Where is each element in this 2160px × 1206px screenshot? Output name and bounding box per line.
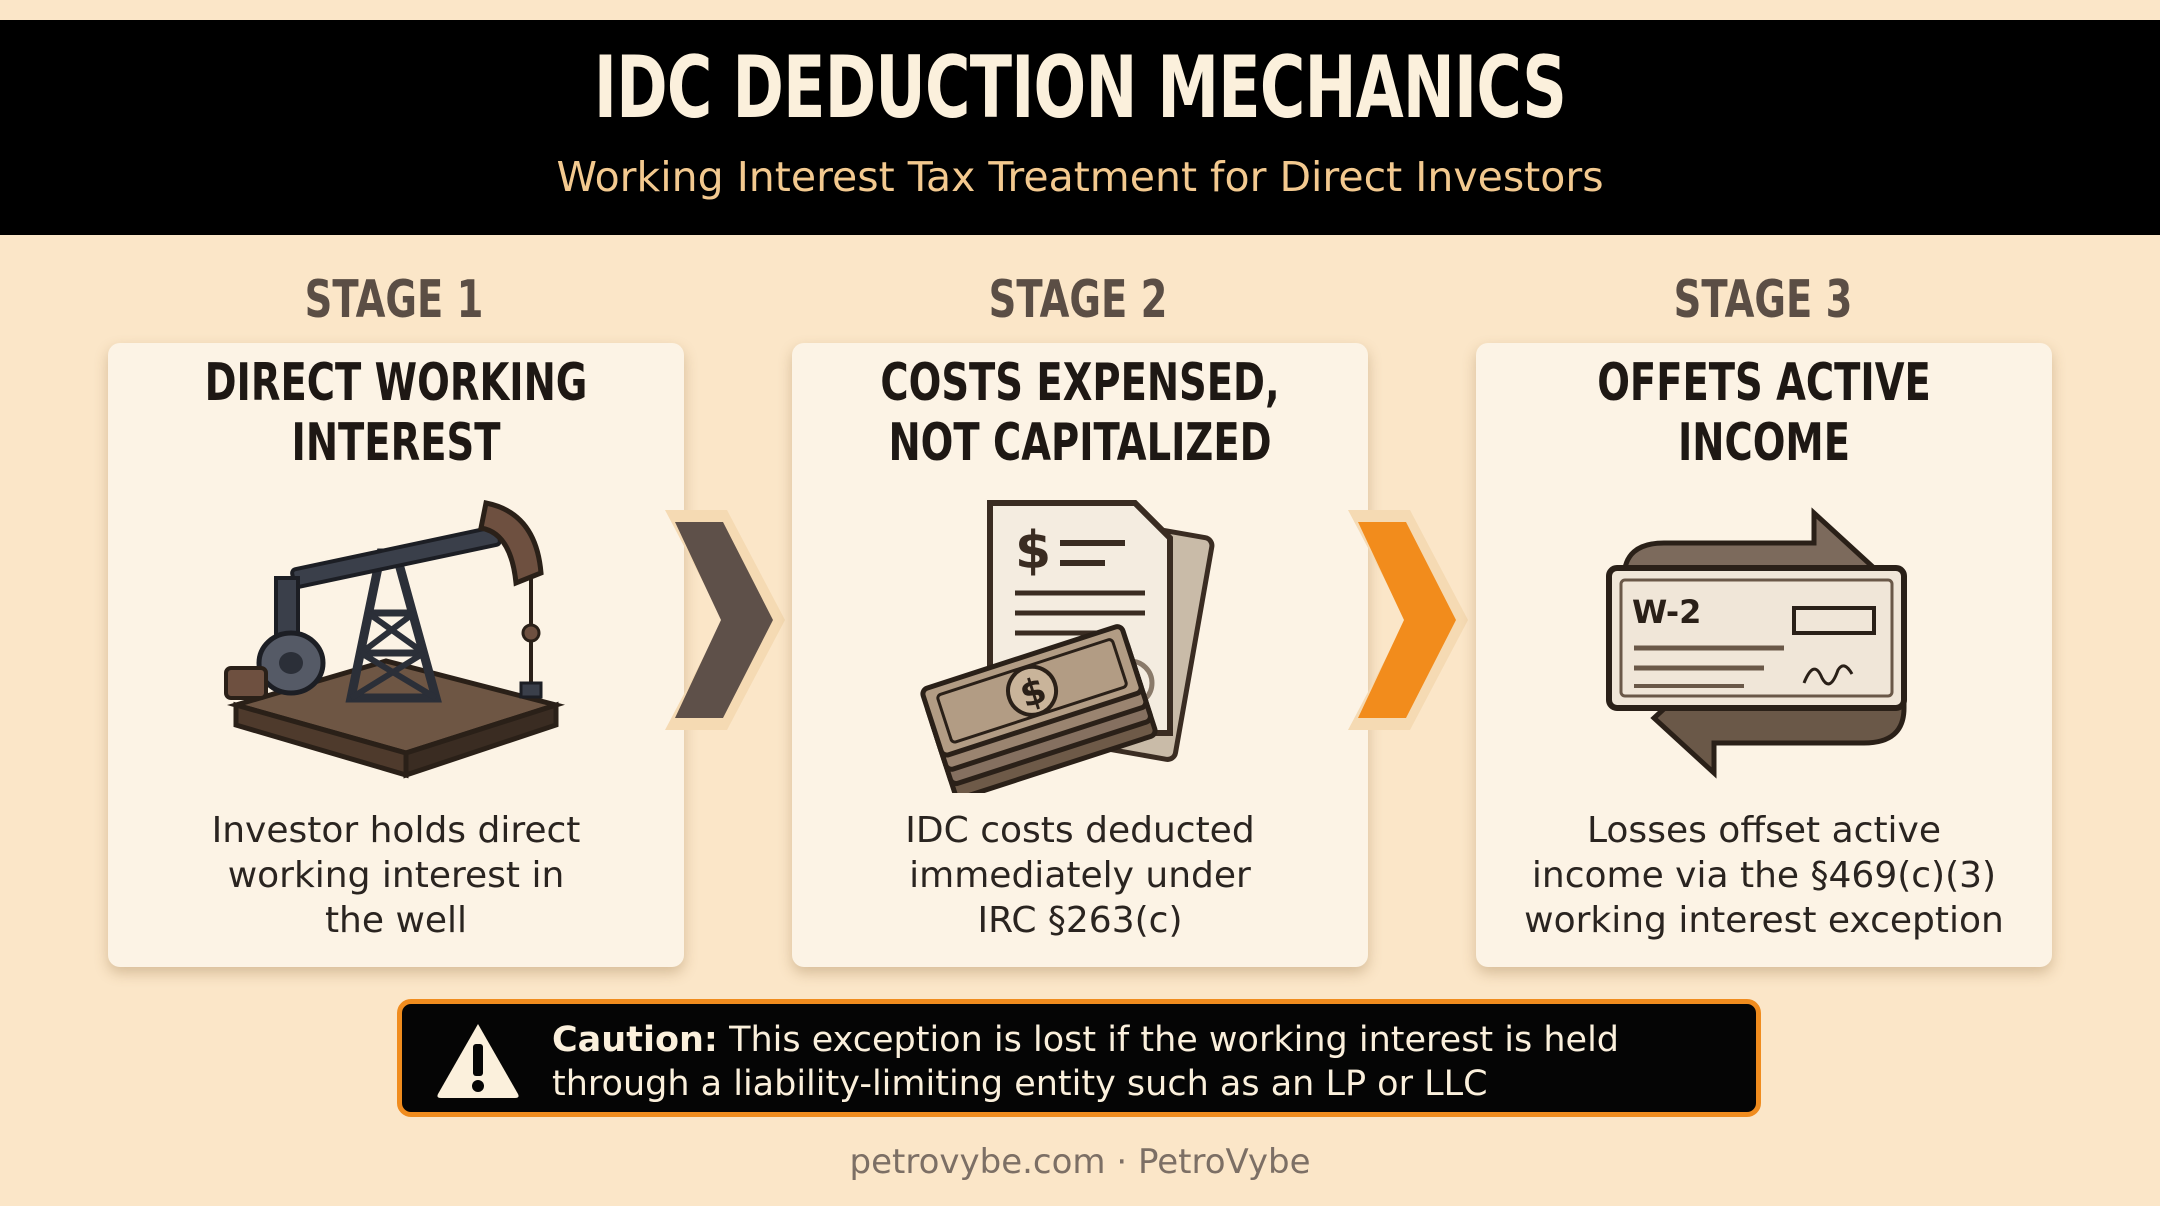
stage-3-desc-line: income via the §469(c)(3) <box>1531 855 1997 896</box>
svg-text:$: $ <box>1015 521 1051 581</box>
warning-triangle-icon <box>437 1024 519 1098</box>
caution-line-1-text: This exception is lost if the working in… <box>729 1020 1620 1060</box>
stage-2-label: STAGE 2 <box>988 270 1168 330</box>
stage-3-description: Losses offset active income via the §469… <box>1496 808 2032 943</box>
stage-1-desc-line: the well <box>324 900 468 941</box>
stage-3-desc-line: working interest exception <box>1524 900 2004 941</box>
chevron-right-icon <box>1348 510 1468 730</box>
caution-box: Caution: This exception is lost if the w… <box>397 999 1761 1117</box>
stage-2-desc-line: IRC §263(c) <box>977 900 1183 941</box>
stage-1-title-line: INTEREST <box>291 413 501 473</box>
w2-label: W-2 <box>1632 593 1701 631</box>
stage-1-description: Investor holds direct working interest i… <box>128 808 664 943</box>
stage-3-desc-line: Losses offset active <box>1586 810 1942 851</box>
caution-text: Caution: This exception is lost if the w… <box>552 1018 1742 1106</box>
stage-1-desc-line: Investor holds direct <box>211 810 581 851</box>
header-banner <box>0 20 2160 235</box>
oil-pumpjack-icon <box>224 500 565 779</box>
w2-offset-icon: W-2 <box>1606 507 1907 779</box>
stage-2-card: COSTS EXPENSED, NOT CAPITALIZED $ $ IDC … <box>792 343 1368 967</box>
caution-label: Caution: <box>552 1020 718 1060</box>
stage-2-desc-line: immediately under <box>909 855 1251 896</box>
stage-2-title-line: COSTS EXPENSED, <box>880 353 1280 413</box>
stage-1-title-line: DIRECT WORKING <box>204 353 588 413</box>
stage-1-desc-line: working interest in <box>227 855 565 896</box>
footer-credit: petrovybe.com · PetroVybe <box>849 1142 1311 1182</box>
caution-line-1: Caution: This exception is lost if the w… <box>552 1018 1742 1062</box>
invoice-cash-icon: $ $ <box>920 500 1215 793</box>
page-subtitle: Working Interest Tax Treatment for Direc… <box>556 153 1604 201</box>
stage-3-title: OFFETS ACTIVE INCOME <box>1551 353 1977 473</box>
stage-3-label: STAGE 3 <box>1673 270 1853 330</box>
stage-3-card: OFFETS ACTIVE INCOME W-2 Losses offset a… <box>1476 343 2052 967</box>
caution-line-2: through a liability-limiting entity such… <box>552 1064 1488 1104</box>
stage-3-title-line: OFFETS ACTIVE <box>1597 353 1931 413</box>
stage-2-description: IDC costs deducted immediately under IRC… <box>812 808 1348 943</box>
stage-1-card: DIRECT WORKING INTEREST Investor holds d… <box>108 343 684 967</box>
chevron-right-icon <box>665 510 785 730</box>
stage-2-desc-line: IDC costs deducted <box>905 810 1255 851</box>
stage-2-title: COSTS EXPENSED, NOT CAPITALIZED <box>867 353 1293 473</box>
stage-3-title-line: INCOME <box>1677 413 1851 473</box>
page-title: IDC DEDUCTION MECHANICS <box>593 38 1567 138</box>
stage-2-title-line: NOT CAPITALIZED <box>888 413 1272 473</box>
stage-1-title: DIRECT WORKING INTEREST <box>183 353 609 473</box>
stage-1-label: STAGE 1 <box>304 270 484 330</box>
